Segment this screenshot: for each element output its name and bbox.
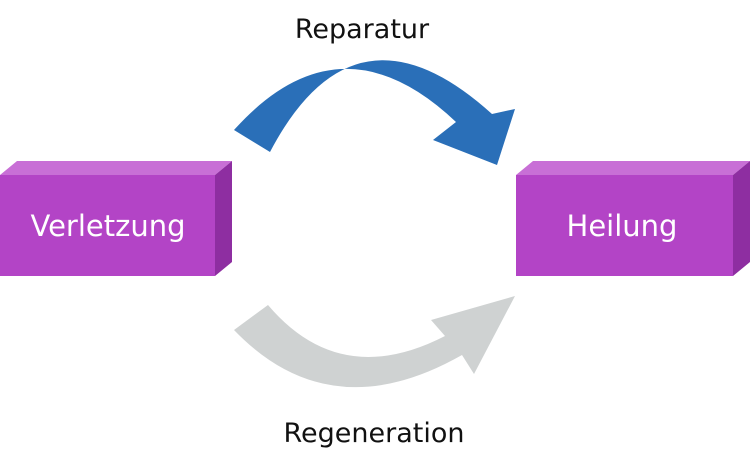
- box-verletzung-front-face: [0, 175, 215, 276]
- arrow-regeneration: [234, 296, 515, 388]
- box-verletzung-side-face: [215, 161, 232, 276]
- arrow-reparatur: [234, 60, 515, 165]
- arrow-reparatur-label: Reparatur: [295, 14, 430, 45]
- box-heilung-top-face: [516, 161, 750, 175]
- box-heilung: Heilung: [516, 161, 750, 276]
- box-heilung-side-face: [733, 161, 750, 276]
- box-verletzung-label: Verletzung: [30, 209, 185, 243]
- box-heilung-front-face: [516, 175, 733, 276]
- box-verletzung: Verletzung: [0, 161, 232, 276]
- box-verletzung-top-face: [0, 161, 232, 175]
- box-heilung-label: Heilung: [567, 209, 678, 243]
- arrow-regeneration-label: Regeneration: [284, 418, 465, 449]
